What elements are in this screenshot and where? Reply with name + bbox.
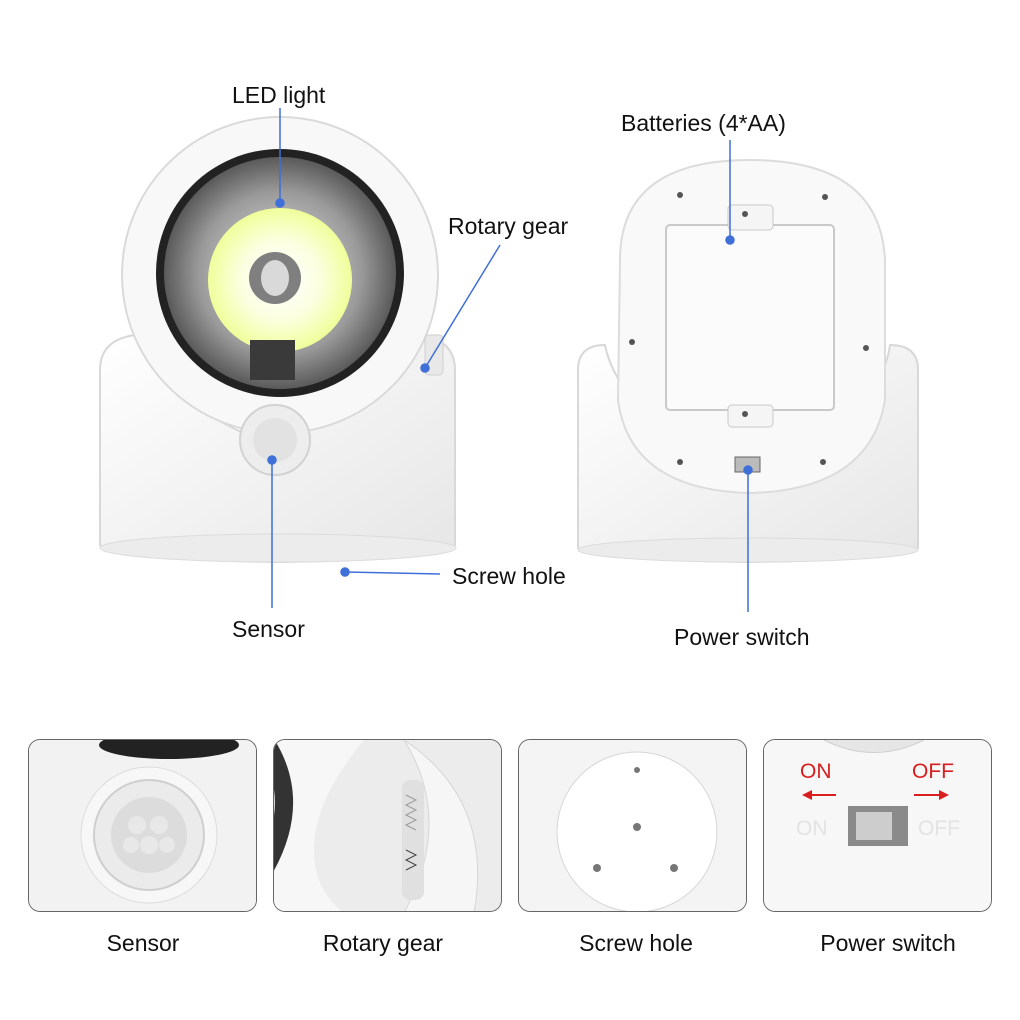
caption-sensor: Sensor [106, 930, 180, 956]
front-base-rim [99, 533, 457, 563]
switch-on-label: ON [800, 760, 832, 783]
battery-cover [665, 224, 835, 411]
screw-hole-closeup-icon [519, 740, 746, 911]
switch-off-label: OFF [912, 760, 954, 783]
rotary-gear-closeup-icon [274, 740, 501, 911]
product-illustration [99, 108, 919, 612]
switch-off-embossed: OFF [918, 817, 960, 840]
callout-lines [267, 108, 753, 612]
thumbnail-sensor [28, 739, 257, 912]
back-device [577, 158, 919, 564]
thumbnail-screw-hole [518, 739, 747, 912]
thumbnail-power-switch: ON OFF ON OFF [763, 739, 992, 912]
caption-rotary-gear: Rotary gear [322, 930, 444, 956]
callout-rotary-gear: Rotary gear [448, 213, 569, 239]
callout-screw-hole: Screw hole [452, 563, 566, 589]
callout-power-switch: Power switch [674, 624, 810, 650]
front-device [99, 116, 457, 564]
caption-screw-hole: Screw hole [579, 930, 693, 956]
thumbnail-rotary-gear [273, 739, 502, 912]
callout-batteries: Batteries (4*AA) [621, 110, 786, 136]
power-switch-closeup-icon [764, 740, 991, 911]
caption-power-switch: Power switch [820, 930, 956, 956]
sensor-closeup-icon [29, 740, 256, 911]
callout-sensor: Sensor [232, 616, 305, 642]
callout-led-light: LED light [232, 82, 326, 108]
switch-on-embossed: ON [796, 817, 828, 840]
